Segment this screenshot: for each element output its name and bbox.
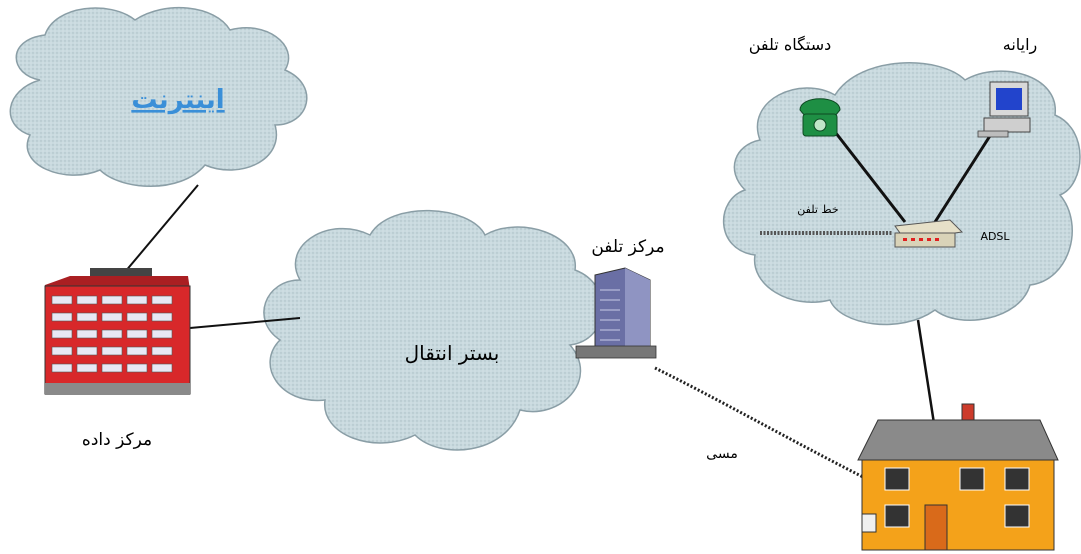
telephone-center-building-icon — [575, 267, 657, 359]
internet-cloud — [9, 7, 308, 187]
transmission-label: بستر انتقال — [405, 341, 500, 365]
phone-to-modem-line — [830, 127, 907, 223]
data-center-building-icon — [44, 268, 191, 395]
house-icon — [857, 403, 1059, 551]
data-center-label: مرکز داده — [82, 430, 152, 450]
internet-label: اینترنت — [131, 85, 224, 115]
adsl-modem-icon — [894, 219, 964, 248]
internet-link — [124, 184, 199, 273]
computer-label: رایانه — [1003, 35, 1038, 55]
transmission-cloud — [263, 209, 604, 451]
computer-icon — [977, 81, 1031, 138]
telephone-center-label: مرکز تلفن — [591, 237, 664, 257]
house-uplink — [916, 319, 937, 431]
phone-device-icon — [799, 98, 841, 137]
adsl-label: ADSL — [980, 230, 1010, 243]
copper-wire-label: مسی — [706, 446, 738, 462]
datacenter-link — [189, 317, 301, 329]
copper-wire — [654, 366, 866, 480]
phone-line-label: خط تلفن — [797, 203, 838, 216]
phone-device-label: دستگاه تلفن — [749, 35, 832, 55]
computer-to-modem-line — [933, 127, 997, 223]
